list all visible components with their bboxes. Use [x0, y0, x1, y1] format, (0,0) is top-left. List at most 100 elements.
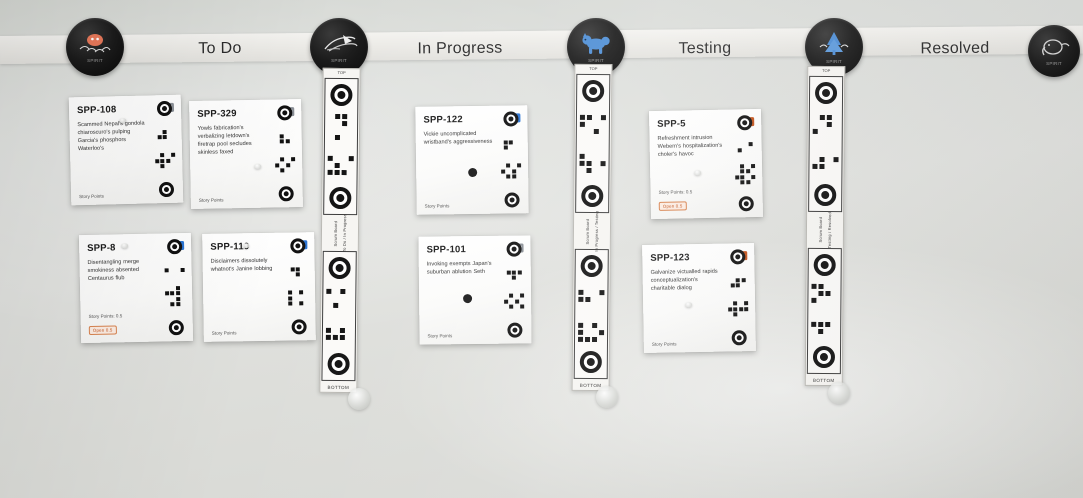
card-fiducial-column: [500, 241, 527, 338]
dog-logo-icon: [582, 33, 610, 54]
card-fiducial-column: [161, 239, 189, 336]
card-key: SPP-329: [197, 108, 237, 120]
card-fiducial-column: [284, 238, 312, 335]
strip-segment-upper: [808, 75, 844, 213]
fiducial-ring: [291, 319, 307, 335]
card-summary: Disentangling merge smokiness absented C…: [87, 258, 140, 283]
fiducial-ring: [731, 330, 747, 346]
marker-strip-todo-inprogress: TOP Scrum Board To: [319, 67, 361, 394]
fiducial-pattern: [279, 134, 290, 144]
fiducial-ring: [329, 187, 352, 210]
fiducial-pattern-2: [500, 163, 522, 179]
fiducial-ring: [168, 320, 184, 336]
column-header-todo[interactable]: To Do: [198, 39, 242, 58]
column-header-testing[interactable]: Testing: [678, 39, 732, 58]
card-spp-8[interactable]: SPP-8 ✓ Disentangling merge smokiness ab…: [78, 232, 194, 344]
strip-label-a: Scrum Board: [817, 217, 824, 243]
fiducial-pattern-2: [164, 285, 186, 307]
card-fiducial-column: [731, 115, 759, 212]
octopus-logo-icon: [79, 34, 111, 53]
card-spp-110[interactable]: SPP-110 ✓ Disclaimers dissolutely whatno…: [202, 232, 316, 342]
fiducial-pattern: [812, 108, 839, 142]
fiducial-pattern-2: [579, 146, 606, 180]
fiducial-pattern-4: [325, 317, 352, 351]
edge-badge-elephant[interactable]: SPIRIT: [1028, 25, 1080, 77]
fiducial-ring: [729, 249, 745, 265]
card-key: SPP-108: [76, 104, 117, 117]
card-key: SPP-122: [423, 114, 463, 126]
badge-brand: SPIRIT: [588, 58, 604, 63]
fiducial-pattern-2: [287, 290, 309, 306]
marker-strip-inprogress-testing: TOP Scrum Board In Progress /: [571, 63, 613, 392]
tree-logo-icon: [819, 32, 849, 55]
fiducial-pattern-2: [727, 301, 749, 317]
card-summary: Disclaimers dissolutely whatnot's Janine…: [210, 257, 273, 273]
fiducial-ring: [505, 241, 522, 257]
column-header-inprogress[interactable]: In Progress: [417, 39, 503, 58]
card-summary: Scammed Nepal's gondola chiaroscuro's pu…: [77, 120, 145, 153]
badge-brand: SPIRIT: [826, 59, 842, 64]
card-summary: Yowls fabrication's verbalizing letdown'…: [197, 125, 252, 157]
fiducial-pattern: [164, 267, 185, 273]
card-key: SPP-123: [650, 252, 690, 264]
fiducial-ring: [582, 79, 605, 103]
column-badge-inprogress[interactable]: SPIRIT: [310, 18, 368, 76]
badge-brand: SPIRIT: [1046, 61, 1062, 66]
magnet[interactable]: [348, 388, 370, 410]
fiducial-ring: [503, 192, 520, 208]
fiducial-pattern-2: [327, 149, 354, 183]
fiducial-pattern-2: [274, 157, 296, 173]
status-badge: Open 0.5: [658, 201, 687, 211]
card-summary: Refreshment intrusion Webern's hospitali…: [657, 134, 723, 159]
card-marker-dot: [468, 167, 478, 178]
card-spp-101[interactable]: SPP-101 ▣ Invoking exempts Japan's subur…: [418, 235, 532, 345]
strip-label-b: To Do / In Progress: [341, 214, 348, 253]
strip-segment-lower: [806, 247, 842, 375]
magnet[interactable]: [596, 386, 618, 408]
fiducial-pattern-3: [811, 277, 837, 311]
card-spp-5[interactable]: SPP-5 ● Refreshment intrusion Webern's h…: [648, 108, 764, 220]
fiducial-ring: [579, 350, 602, 374]
fiducial-pattern-2: [503, 293, 525, 309]
squid-logo-icon: [324, 35, 358, 52]
card-spp-123[interactable]: SPP-123 ● Galvanize victualled rapids co…: [642, 243, 756, 353]
fiducial-ring: [813, 253, 836, 277]
strip-top-label: TOP: [589, 65, 598, 72]
strip-label-b: In Progress / Testing: [593, 211, 600, 252]
magnet[interactable]: [828, 382, 850, 404]
elephant-logo-icon: [1042, 39, 1070, 56]
card-spp-329[interactable]: SPP-329 ▣ Yowls fabrication's verbalizin…: [189, 99, 303, 209]
fiducial-pattern-2: [154, 152, 176, 169]
fiducial-ring: [502, 111, 519, 127]
fiducial-pattern: [737, 142, 753, 152]
fiducial-pattern: [290, 267, 305, 277]
card-key: SPP-101: [426, 244, 467, 256]
strip-top-label: TOP: [337, 69, 346, 76]
card-fiducial-column: [151, 100, 179, 198]
card-fiducial-column: [271, 105, 299, 202]
fiducial-ring: [581, 185, 604, 208]
marker-strip-testing-resolved: TOP Scrum Board Testing / Resolved: [804, 65, 846, 387]
card-spp-122[interactable]: SPP-122 ➚ Vickie uncomplicated wristband…: [415, 105, 529, 215]
strip-top-label: TOP: [822, 67, 831, 74]
status-badge: Open 0.5: [88, 325, 117, 335]
card-key: SPP-5: [657, 118, 686, 130]
fiducial-pattern: [503, 140, 518, 150]
fiducial-ring: [330, 83, 353, 107]
fiducial-pattern: [328, 110, 354, 144]
card-fiducial-column: [724, 249, 752, 346]
strip-segment-lower: [573, 249, 609, 380]
card-pin[interactable]: [242, 243, 250, 249]
fiducial-pattern-4: [578, 315, 605, 349]
card-spp-108[interactable]: SPP-108 ▣ Scammed Nepal's gondola chiaro…: [68, 94, 184, 206]
fiducial-pattern: [157, 129, 172, 140]
card-marker-dot: [463, 294, 473, 304]
fiducial-pattern: [506, 270, 522, 280]
strip-label-a: Scrum Board: [332, 220, 339, 247]
fiducial-ring: [158, 181, 174, 198]
fiducial-ring: [736, 115, 752, 131]
column-badge-todo[interactable]: SPIRIT: [66, 18, 124, 76]
card-summary: Galvanize victualled rapids conceptualiz…: [650, 268, 718, 293]
badge-brand: SPIRIT: [331, 58, 347, 63]
